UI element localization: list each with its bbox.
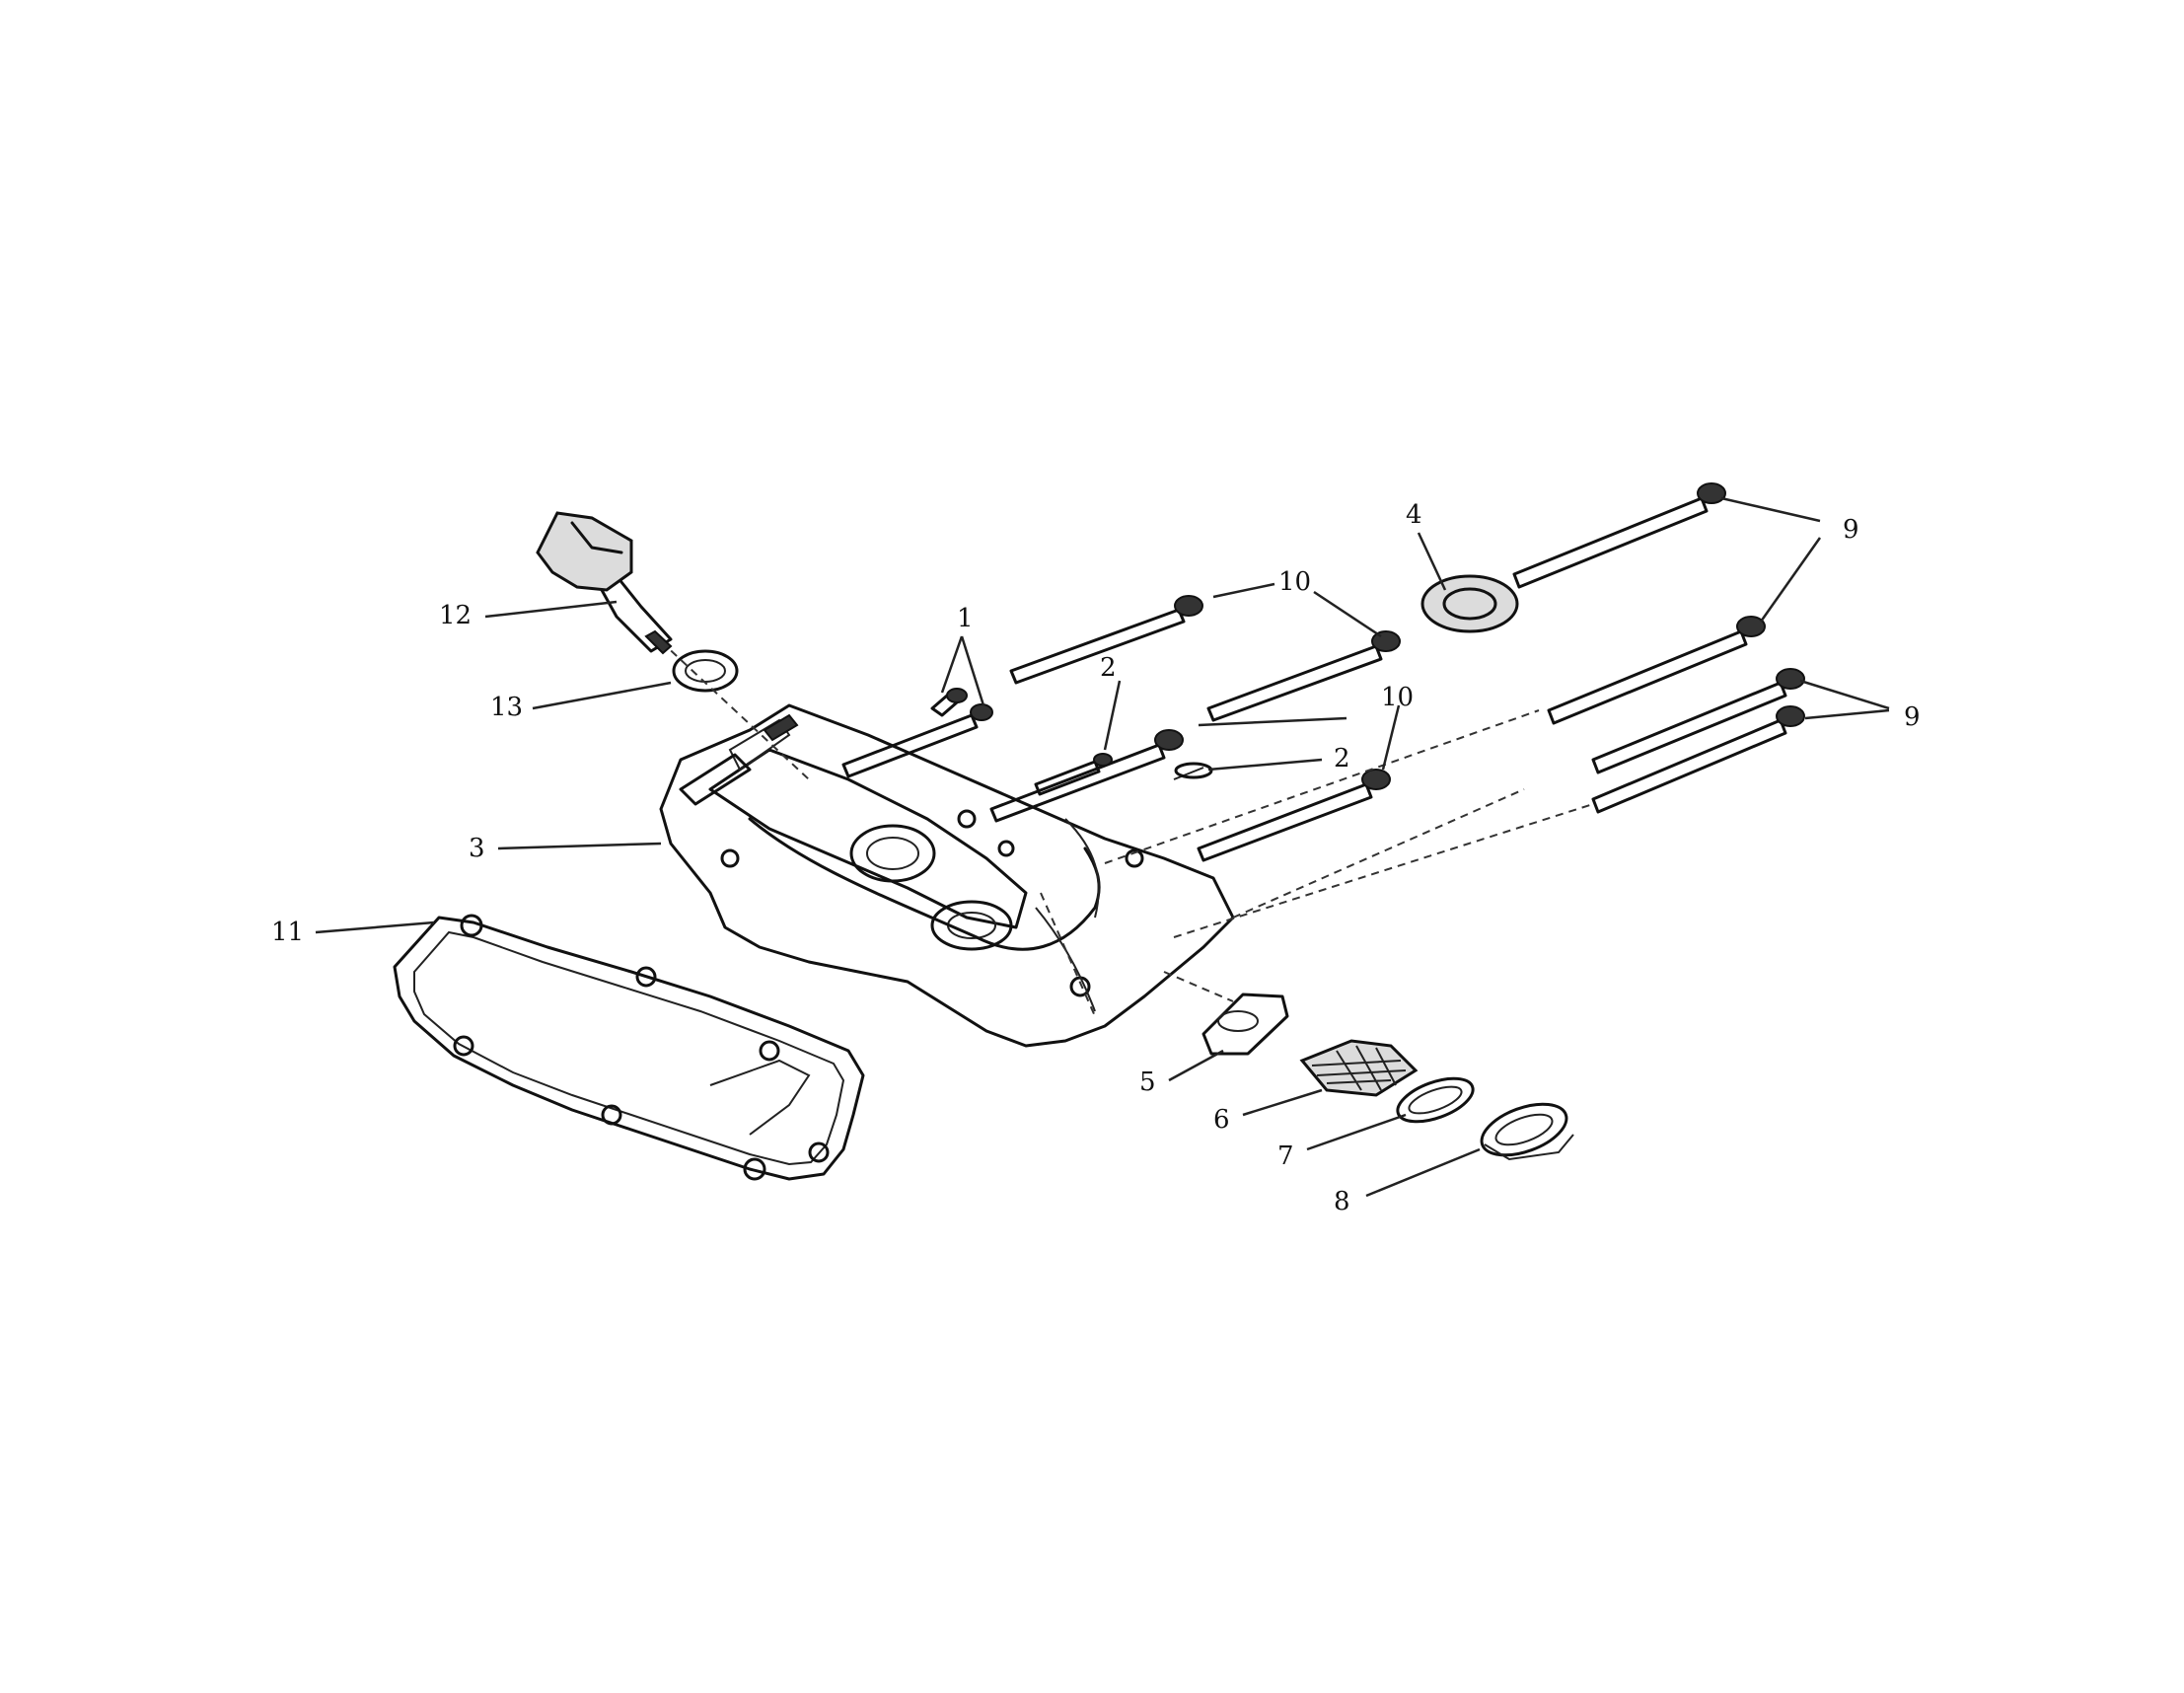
part-11-gasket	[393, 914, 865, 1181]
callout-8: 8	[1334, 1187, 1350, 1216]
callout-12: 12	[439, 601, 472, 630]
part-3-housing	[659, 703, 1235, 1048]
bolts	[841, 482, 1805, 862]
callout-2-lower: 2	[1334, 744, 1350, 773]
callout-9-upper: 9	[1843, 515, 1859, 545]
callout-10-lower: 10	[1381, 683, 1414, 712]
part-5-seal	[1201, 993, 1289, 1056]
callout-2-upper: 2	[1100, 653, 1117, 683]
part-7-ring	[1396, 1076, 1475, 1124]
callout-1: 1	[957, 604, 974, 633]
callout-11: 11	[271, 918, 304, 947]
callout-9-lower: 9	[1904, 702, 1921, 732]
center-lines	[660, 640, 1594, 1017]
leader-lines	[315, 496, 1890, 1198]
callout-13: 13	[490, 693, 523, 722]
part-8-cover	[1480, 1102, 1574, 1161]
part-6-screen	[1299, 1039, 1419, 1097]
part-4-washer	[1420, 574, 1519, 633]
callout-10-upper: 10	[1278, 567, 1311, 597]
part-13-gasket	[672, 649, 739, 693]
callout-6: 6	[1213, 1105, 1230, 1135]
part-12-cap	[536, 511, 673, 655]
callout-7: 7	[1277, 1141, 1294, 1171]
callout-labels: 12 13 3 11 1 2 2 10 10 4 9 9 5 6 7 8	[271, 500, 1921, 1216]
callout-3: 3	[469, 834, 485, 863]
callout-5: 5	[1139, 1067, 1156, 1097]
callout-4: 4	[1406, 500, 1422, 530]
